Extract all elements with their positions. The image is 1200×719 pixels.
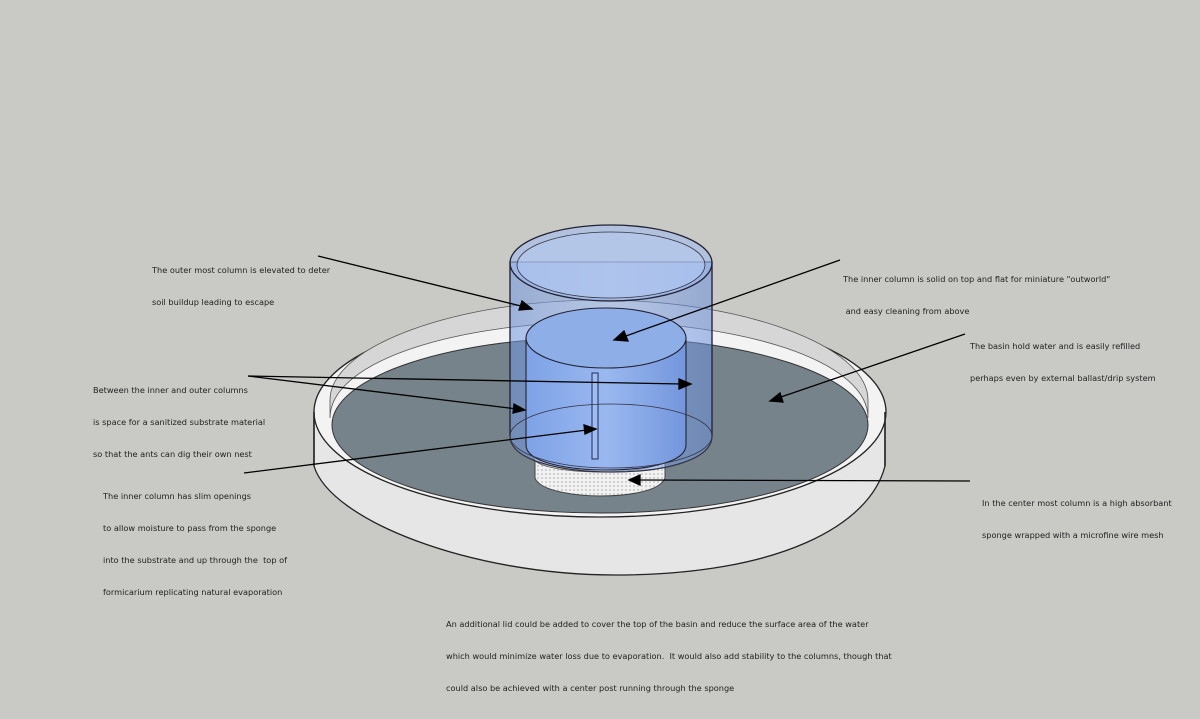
annotation-line: An additional lid could be added to cove… <box>446 619 869 630</box>
annotation-line: soil buildup leading to escape <box>152 296 275 307</box>
annotation-lid: An additional lid could be added to cove… <box>446 598 892 704</box>
inner-column-slot <box>591 372 599 460</box>
annotation-line: is space for a sanitized substrate mater… <box>93 416 266 427</box>
basin <box>313 299 887 576</box>
leader-inner-top <box>622 259 841 338</box>
basin-inner-wall <box>329 299 869 419</box>
annotation-line: to allow moisture to pass from the spong… <box>103 522 277 533</box>
annotation-line: The inner column has slim openings <box>103 491 252 502</box>
annotation-sponge: In the center most column is a high abso… <box>982 477 1172 551</box>
annotation-substrate: Between the inner and outer columns is s… <box>93 364 265 470</box>
annotation-inner-top: The inner column is solid on top and fla… <box>843 253 1110 327</box>
annotation-line: so that the ants can dig their own nest <box>93 448 252 459</box>
inner-column-top <box>525 307 687 369</box>
leader-lines <box>243 255 971 487</box>
annotation-line: The basin hold water and is easily refil… <box>970 341 1141 352</box>
annotation-line: formicarium replicating natural evaporat… <box>103 586 283 597</box>
annotation-line: could also be achieved with a center pos… <box>446 682 735 693</box>
leader-basin <box>777 333 966 399</box>
leader-openings <box>243 429 588 474</box>
annotation-line: In the center most column is a high abso… <box>982 498 1172 509</box>
annotation-line: which would minimize water loss due to e… <box>446 650 892 661</box>
annotation-basin: The basin hold water and is easily refil… <box>970 320 1156 394</box>
leader-outer-column <box>317 255 526 308</box>
annotation-openings: The inner column has slim openings to al… <box>103 470 287 608</box>
annotation-line: into the substrate and up through the to… <box>103 554 288 565</box>
annotation-line: Between the inner and outer columns <box>93 385 248 396</box>
inner-column <box>525 307 687 471</box>
annotation-line: sponge wrapped with a microfine wire mes… <box>982 529 1164 540</box>
leader-substrate-2 <box>247 375 518 410</box>
leader-substrate-1 <box>247 375 683 385</box>
annotation-line: The outer most column is elevated to det… <box>152 265 331 276</box>
annotation-line: and easy cleaning from above <box>843 305 970 316</box>
leader-sponge <box>637 479 971 482</box>
annotation-line: perhaps even by external ballast/drip sy… <box>970 372 1156 383</box>
outer-column-front <box>509 224 713 469</box>
annotation-outer-column: The outer most column is elevated to det… <box>152 244 330 318</box>
annotation-line: The inner column is solid on top and fla… <box>843 274 1111 285</box>
